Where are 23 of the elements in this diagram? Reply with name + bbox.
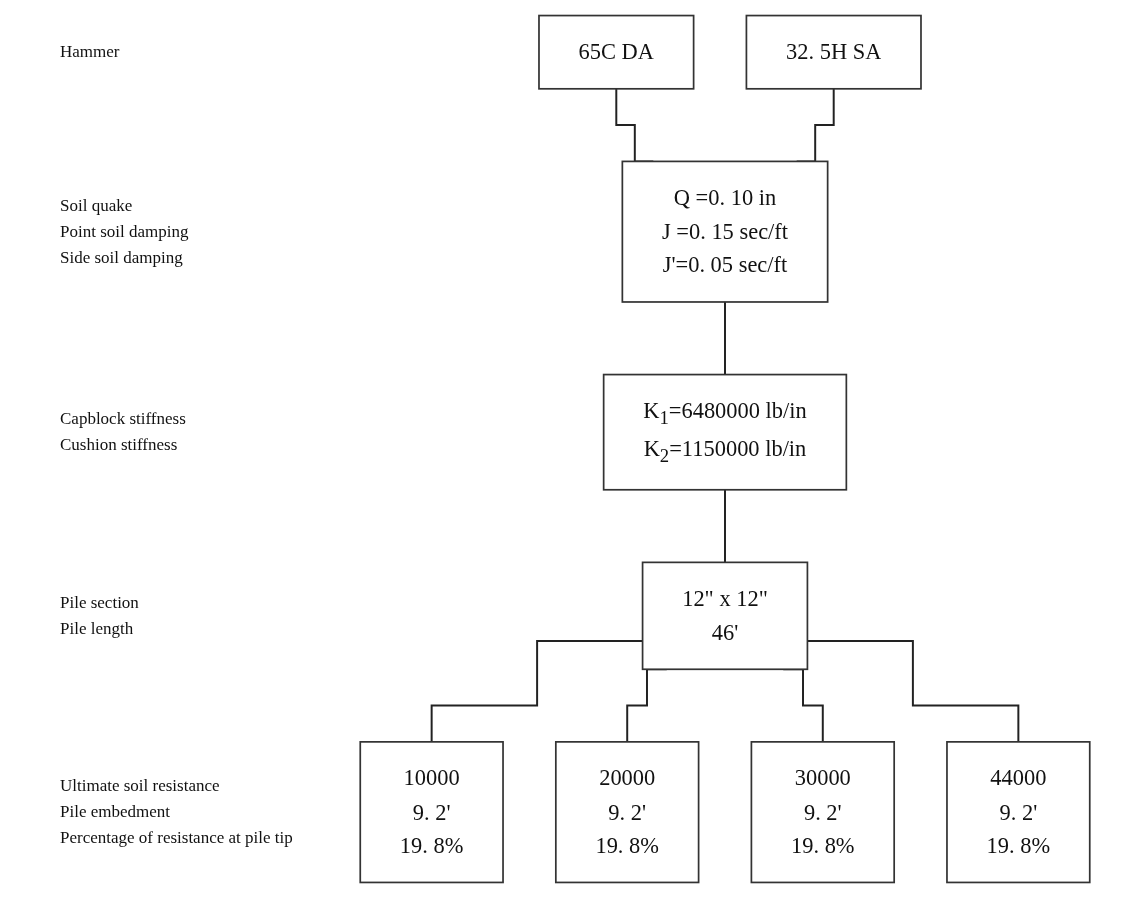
connector: [724, 488, 726, 564]
node-box: [359, 741, 504, 884]
node-box: [621, 160, 829, 303]
node-box: [641, 561, 809, 671]
node-box: [554, 741, 700, 884]
node-box: [602, 373, 848, 491]
flowchart: 65C DA 32. 5H SA Q =0. 10 in J =0. 15 sec/ft J'=0. 05 sec/ft K$_{1}$=6480000 lb/in K$_{2}$=1150000 lb/in 12" x 12" 46' 10000 9. 2' 19. 8% 20000 9. 2' 19. 8% 30000 9. 2' 19. 8% 44000 9. 2' 19. 8%: [330, 5, 1120, 893]
row-label: Capblock stiffness: [60, 408, 187, 431]
row-label: Soil quake: [60, 194, 134, 217]
node-box: [946, 741, 1091, 884]
connector: [724, 301, 726, 376]
row-label: Side soil damping: [60, 246, 184, 269]
row-label: Point soil damping: [60, 220, 190, 243]
node-box: [538, 14, 695, 90]
row-label: Pile section: [60, 591, 140, 614]
node-box: [750, 741, 896, 884]
row-label: Percentage of resistance at pile tip: [60, 827, 294, 850]
row-label: Cushion stiffness: [60, 434, 179, 457]
row-label: Hammer: [60, 41, 121, 64]
row-label: Pile length: [60, 617, 135, 640]
row-label: Ultimate soil resistance: [60, 775, 221, 798]
node-box: [745, 14, 922, 90]
row-label: Pile embedment: [60, 801, 171, 824]
